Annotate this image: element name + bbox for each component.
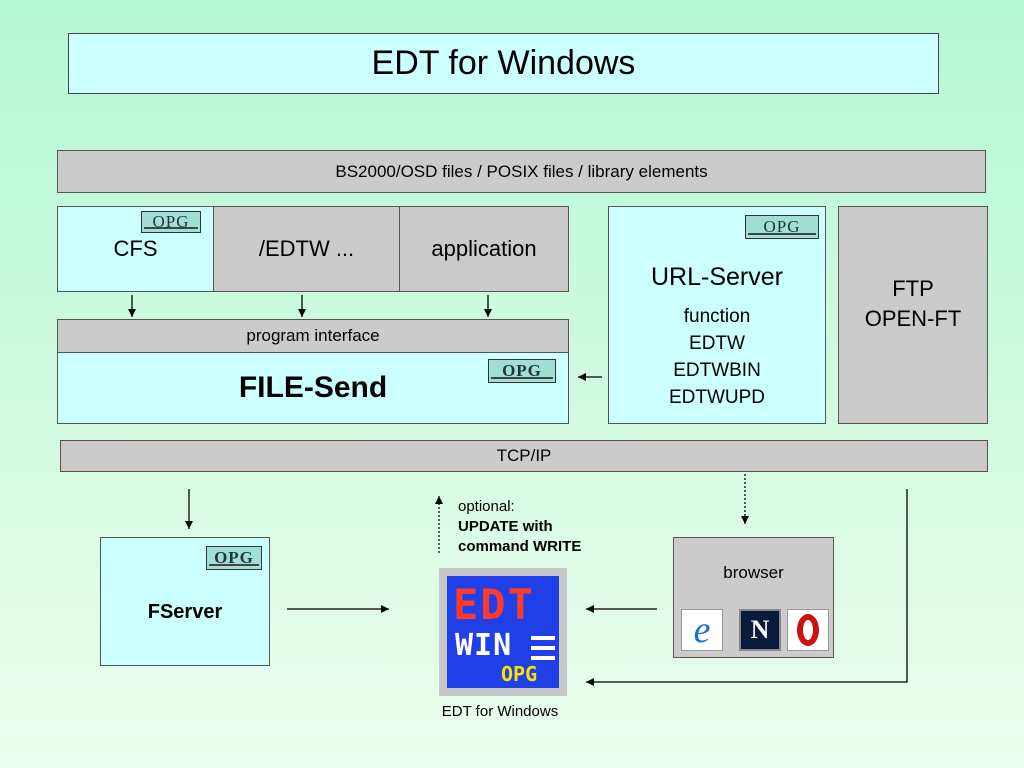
logo-bar [531,646,555,650]
arrow-ftp-to-edt [586,489,908,686]
tcpip-box: TCP/IP [60,440,988,472]
logo-bar [531,636,555,640]
logo-edt-text: EDT [453,580,535,629]
command-write-label: command WRITE [458,538,582,555]
url-server-line: EDTW [689,333,745,354]
file-send-box: FILE-Send OPG [57,352,569,424]
optional-note: optional: UPDATE with command WRITE [458,497,581,557]
browser-label: browser [723,563,784,582]
page-title: EDT for Windows [68,33,939,94]
netscape-icon: N [739,609,781,651]
open-ft-label: OPEN-FT [864,306,962,331]
application-box: application [399,206,569,292]
url-server-functions: function EDTW EDTWBIN EDTWUPD [609,303,825,411]
url-server-box: OPG URL-Server function EDTW EDTWBIN EDT… [608,206,826,424]
edt-logo-icon: EDT WIN OPG [447,576,559,688]
logo-win-text: WIN [455,628,513,663]
logo-opg-text: OPG [501,662,538,686]
url-server-line: EDTWUPD [668,387,766,408]
ftp-box: FTP OPEN-FT [838,206,988,424]
optional-label: optional: [458,498,515,515]
file-send-label: FILE-Send [238,371,388,404]
opg-logo-icon: OPG [488,359,556,383]
edtw-command-box: /EDTW ... [213,206,400,292]
fserver-box: FServer OPG [100,537,270,666]
program-interface-box: program interface [57,319,569,353]
opera-icon [787,609,829,651]
logo-bar [531,656,555,660]
ftp-label: FTP [892,276,934,301]
cfs-label: CFS [113,236,158,261]
opg-logo-icon: OPG [141,211,201,233]
opg-logo-icon: OPG [206,546,262,570]
internet-explorer-icon: e [681,609,723,651]
url-server-line: function [683,306,751,327]
url-server-line: EDTWBIN [673,360,761,381]
update-label: UPDATE with [458,518,553,535]
logo-caption: EDT for Windows [441,703,559,720]
edt-for-windows-logo: EDT WIN OPG [439,568,567,696]
url-server-title: URL-Server [651,263,783,291]
fserver-label: FServer [147,601,223,623]
opg-logo-icon: OPG [745,215,819,239]
cfs-box: CFS OPG [57,206,214,292]
bs2000-files-box: BS2000/OSD files / POSIX files / library… [57,150,986,193]
